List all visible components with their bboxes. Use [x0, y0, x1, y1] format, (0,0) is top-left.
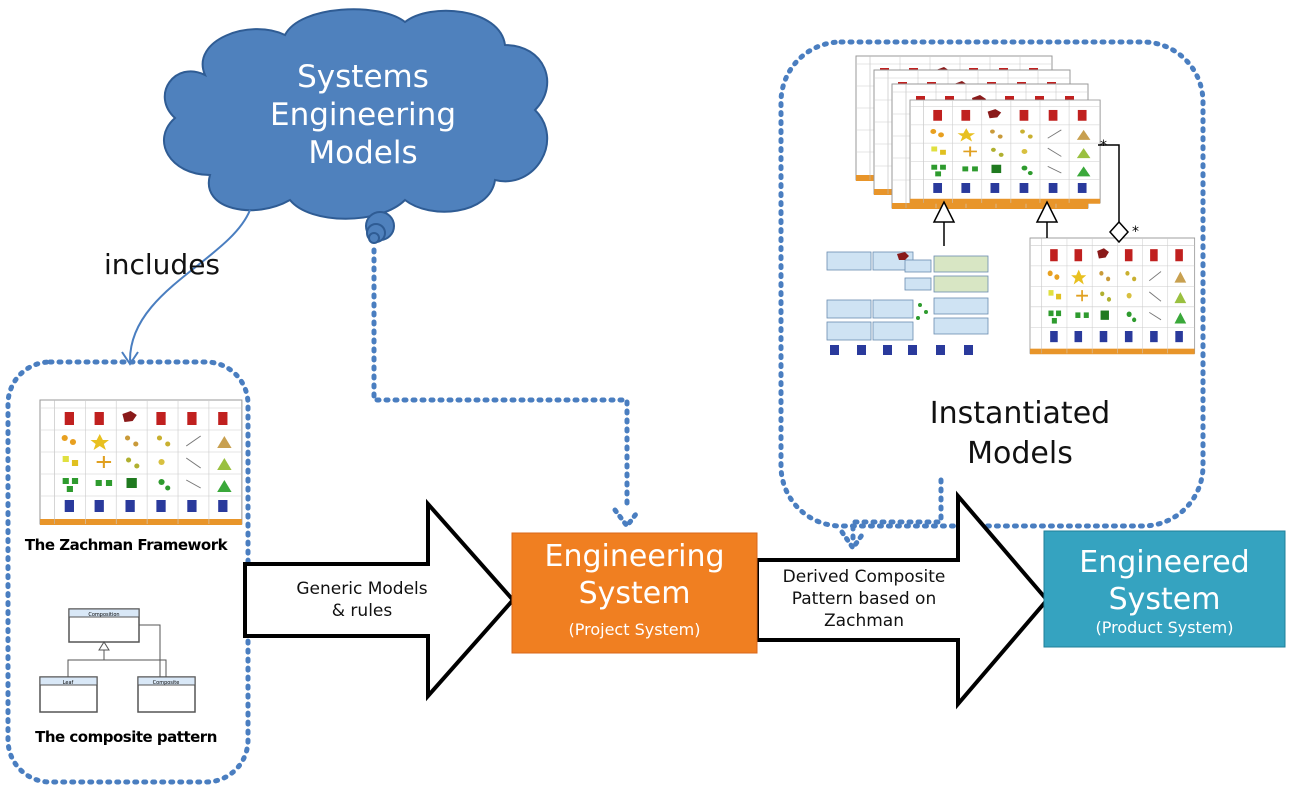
- instantiated-line-1: Instantiated: [929, 396, 1111, 431]
- cloud-line-2: Engineering: [270, 97, 456, 133]
- engineered-system-box: [1043, 530, 1286, 648]
- generic-models-block-arrow: [243, 498, 516, 702]
- derived-line-2: Pattern based on: [791, 589, 937, 609]
- composite-pattern-uml: Composition Leaf Composite: [39, 608, 196, 713]
- multiplicity-top-label: *: [1100, 138, 1107, 154]
- cloud-shape: [163, 8, 549, 244]
- aggregation-diamond-icon: [1108, 220, 1130, 244]
- zachman-caption: The Zachman Framework: [24, 536, 228, 554]
- generic-line-2: & rules: [331, 601, 393, 621]
- derived-line-1: Derived Composite: [782, 567, 946, 587]
- instantiated-models-label: Instantiated Models: [900, 394, 1140, 474]
- inheritance-connectors: [932, 144, 1130, 246]
- engineering-subtitle: (Project System): [568, 620, 701, 639]
- derived-pattern-block-arrow: [755, 490, 1050, 710]
- derived-pattern-label: Derived Composite Pattern based on Zachm…: [764, 566, 964, 632]
- engineering-system-label: Engineering System (Project System): [512, 538, 757, 639]
- engineering-system-box: [511, 532, 758, 654]
- multiplicity-diamond-label: *: [1132, 224, 1139, 240]
- includes-connector: [129, 209, 251, 361]
- engineered-system-label: Engineered System (Product System): [1044, 544, 1285, 637]
- includes-label: includes: [103, 248, 221, 281]
- composite-caption: The composite pattern: [35, 728, 217, 746]
- instantiated-model-stack: [855, 55, 1102, 210]
- instantiated-line-2: Models: [967, 436, 1073, 471]
- zachman-framework-thumbnail: [38, 398, 243, 527]
- generic-line-1: Generic Models: [296, 579, 428, 599]
- generalization-triangle-icon: [1035, 200, 1059, 223]
- cloud-line-3: Models: [308, 135, 418, 171]
- derived-line-3: Zachman: [824, 611, 904, 631]
- engineered-subtitle: (Product System): [1095, 618, 1234, 637]
- cloud-line-1: Systems: [297, 59, 429, 95]
- instantiated-model-right: [1029, 237, 1196, 356]
- engineering-title-2: System: [578, 576, 691, 611]
- svg-text:Leaf: Leaf: [63, 680, 74, 686]
- derived-zachman-model: [800, 240, 1010, 370]
- instantiated-panel-dotted-border: [778, 39, 1206, 529]
- cloud-to-engineering-dotted-line: [371, 247, 630, 513]
- svg-text:Composite: Composite: [153, 680, 180, 686]
- cloud-label: Systems Engineering Models: [250, 58, 476, 172]
- svg-text:Composition: Composition: [88, 612, 119, 618]
- instantiated-to-derived-dotted-line: [850, 477, 944, 543]
- engineered-title-1: Engineered: [1079, 545, 1250, 580]
- generalization-triangle-icon: [932, 200, 956, 223]
- cloud-dotted-arrowhead-icon: [612, 507, 642, 531]
- engineering-title-1: Engineering: [544, 539, 725, 574]
- generic-models-label: Generic Models & rules: [262, 578, 462, 622]
- instantiated-dotted-arrowhead-icon: [839, 529, 867, 553]
- engineered-title-2: System: [1108, 582, 1221, 617]
